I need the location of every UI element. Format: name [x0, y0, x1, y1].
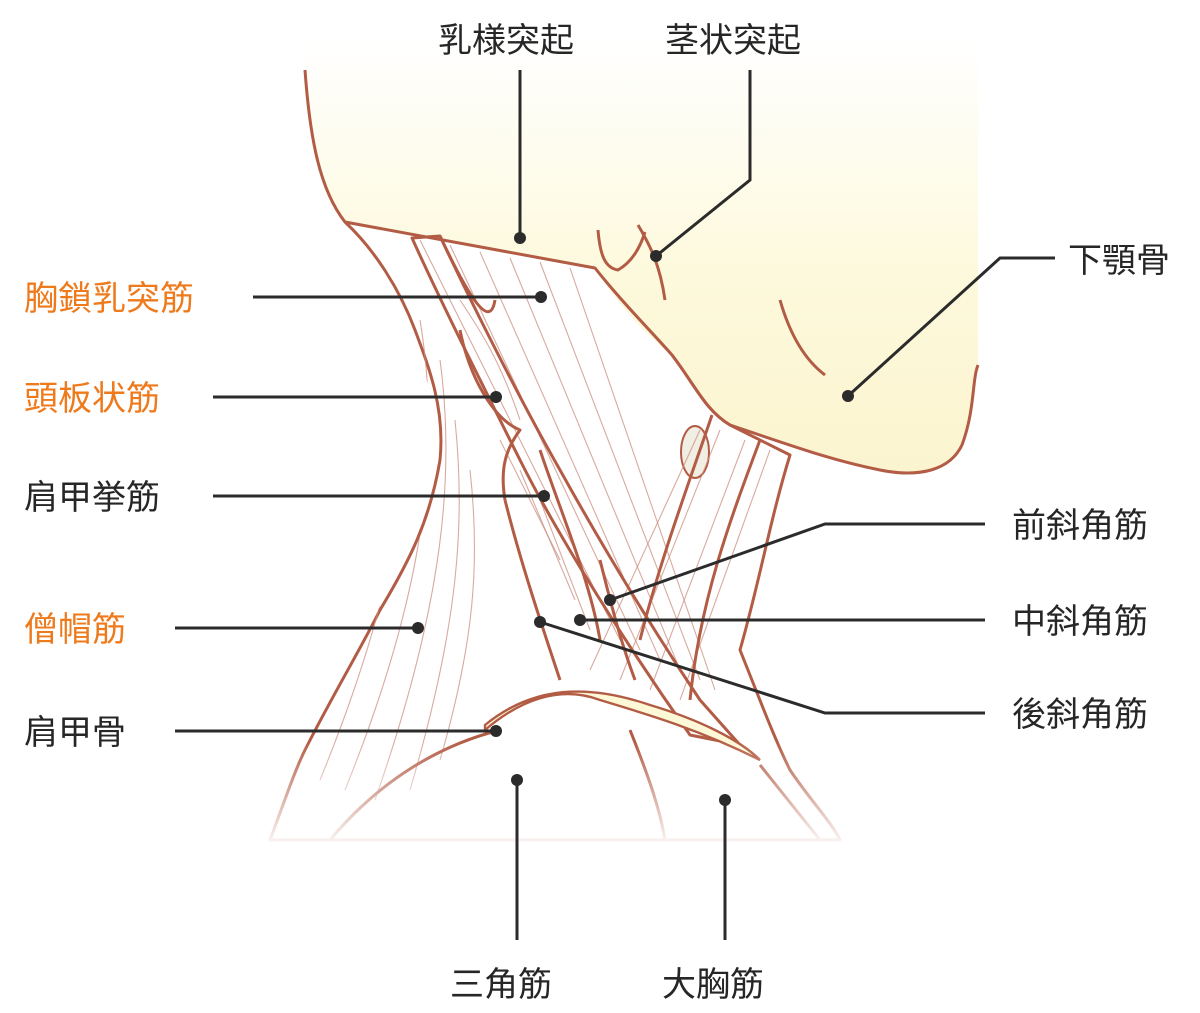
- label-sternocleidomastoid: 胸鎖乳突筋: [24, 279, 194, 319]
- label-pectoralis-major: 大胸筋: [662, 965, 764, 1005]
- label-splenius-capitis: 頭板状筋: [24, 379, 160, 419]
- label-posterior-scalene: 後斜角筋: [1012, 695, 1148, 735]
- leader-styloid: [655, 70, 752, 258]
- leader-anterior-scalene: [609, 522, 985, 602]
- label-mastoid-process: 乳様突起: [438, 21, 574, 61]
- dot-scapula: [490, 725, 502, 737]
- labels: 乳様突起 茎状突起 下顎骨 胸鎖乳突筋 頭板状筋 肩甲挙筋 僧帽筋 肩甲骨 前斜…: [24, 21, 1170, 1005]
- bottom-fade: [250, 740, 870, 850]
- dot-splenius-capitis: [490, 391, 502, 403]
- skull-mandible: [300, 40, 980, 479]
- dot-pectoralis-major: [719, 794, 731, 806]
- dot-levator-scapulae: [538, 490, 550, 502]
- label-levator-scapulae: 肩甲挙筋: [24, 478, 160, 518]
- leader-lines: [175, 70, 1055, 940]
- dot-anterior-scalene: [604, 594, 616, 606]
- dot-mandible: [842, 390, 854, 402]
- label-scapula: 肩甲骨: [24, 713, 126, 753]
- label-anterior-scalene: 前斜角筋: [1012, 506, 1148, 546]
- neck-muscles: [268, 220, 842, 842]
- label-trapezius: 僧帽筋: [24, 610, 126, 650]
- dot-trapezius: [412, 622, 424, 634]
- leader-posterior-scalene: [539, 620, 985, 715]
- label-styloid-process: 茎状突起: [665, 21, 801, 61]
- dot-mastoid: [514, 232, 526, 244]
- dot-posterior-scalene: [534, 616, 546, 628]
- dot-deltoid: [511, 774, 523, 786]
- dot-sternocleidomastoid: [535, 291, 547, 303]
- dot-middle-scalene: [574, 614, 586, 626]
- leader-mandible: [846, 256, 1055, 398]
- label-middle-scalene: 中斜角筋: [1012, 602, 1148, 642]
- label-deltoid: 三角筋: [450, 965, 552, 1005]
- label-mandible: 下顎骨: [1068, 241, 1170, 281]
- dot-styloid: [650, 250, 662, 262]
